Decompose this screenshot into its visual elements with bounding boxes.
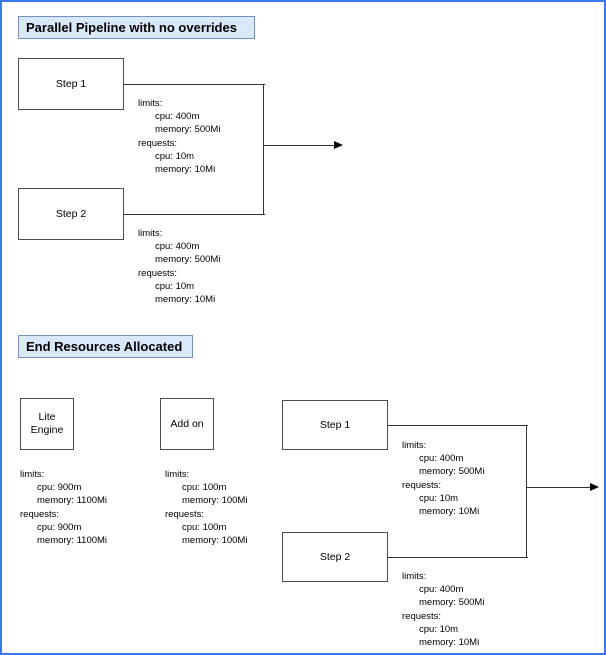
connector-top-output-line	[263, 145, 336, 146]
node-bottom-step-2-label: Step 2	[319, 550, 351, 563]
limits-memory: memory: 500Mi	[155, 124, 221, 136]
limits-cpu: cpu: 400m	[419, 584, 464, 596]
resources-bottom-step-2: limits: cpu: 400m memory: 500Mi requests…	[402, 570, 484, 649]
requests-memory: memory: 10Mi	[419, 506, 480, 518]
limits-label: limits:	[138, 98, 163, 109]
node-bottom-step-1-label: Step 1	[319, 418, 351, 431]
requests-cpu: cpu: 10m	[155, 280, 195, 292]
limits-label: limits:	[138, 228, 163, 239]
requests-label: requests:	[20, 508, 60, 520]
requests-memory: memory: 10Mi	[419, 637, 480, 649]
requests-cpu: cpu: 10m	[419, 492, 459, 504]
node-top-step-1[interactable]: Step 1	[18, 58, 124, 110]
section-title-parallel-pipeline: Parallel Pipeline with no overrides	[18, 16, 255, 39]
node-top-step-2-label: Step 2	[55, 207, 87, 220]
connector-top-step-2-horizontal	[124, 214, 265, 215]
connector-bottom-step-1-horizontal	[388, 425, 528, 426]
arrow-head-top-output	[334, 141, 343, 149]
requests-label: requests:	[138, 267, 178, 279]
node-add-on[interactable]: Add on	[160, 398, 214, 450]
connector-bottom-output-line	[526, 487, 594, 488]
limits-label: limits:	[402, 440, 427, 451]
section-title-end-resources: End Resources Allocated	[18, 335, 193, 358]
requests-memory: memory: 10Mi	[155, 164, 216, 176]
node-bottom-step-2[interactable]: Step 2	[282, 532, 388, 582]
limits-cpu: cpu: 100m	[182, 482, 227, 494]
limits-memory: memory: 1100Mi	[37, 495, 108, 507]
connector-top-step-1-horizontal	[124, 84, 265, 85]
requests-cpu: cpu: 10m	[155, 150, 195, 162]
resources-add-on: limits: cpu: 100m memory: 100Mi requests…	[165, 468, 247, 547]
node-lite-engine-label: Lite Engine	[30, 411, 64, 436]
requests-label: requests:	[165, 508, 205, 520]
limits-cpu: cpu: 900m	[37, 482, 82, 494]
arrow-head-bottom-output	[590, 483, 599, 491]
node-add-on-label: Add on	[170, 417, 204, 430]
limits-memory: memory: 500Mi	[419, 466, 485, 478]
limits-label: limits:	[20, 469, 45, 480]
requests-label: requests:	[138, 137, 178, 149]
requests-memory: memory: 1100Mi	[37, 535, 108, 547]
node-bottom-step-1[interactable]: Step 1	[282, 400, 388, 450]
requests-label: requests:	[402, 610, 442, 622]
limits-cpu: cpu: 400m	[155, 111, 200, 123]
node-top-step-2[interactable]: Step 2	[18, 188, 124, 240]
requests-memory: memory: 10Mi	[155, 294, 216, 306]
limits-memory: memory: 500Mi	[419, 597, 485, 609]
requests-label: requests:	[402, 479, 442, 491]
limits-cpu: cpu: 400m	[155, 241, 200, 253]
connector-bottom-step-2-horizontal	[388, 557, 528, 558]
node-lite-engine[interactable]: Lite Engine	[20, 398, 74, 450]
limits-memory: memory: 100Mi	[182, 495, 248, 507]
connector-bottom-merge-vertical	[526, 425, 527, 557]
requests-memory: memory: 100Mi	[182, 535, 248, 547]
limits-label: limits:	[165, 469, 190, 480]
limits-memory: memory: 500Mi	[155, 254, 221, 266]
requests-cpu: cpu: 100m	[182, 521, 227, 533]
limits-cpu: cpu: 400m	[419, 453, 464, 465]
connector-top-merge-vertical	[263, 84, 264, 215]
requests-cpu: cpu: 900m	[37, 521, 82, 533]
node-top-step-1-label: Step 1	[55, 77, 87, 90]
resources-lite-engine: limits: cpu: 900m memory: 1100Mi request…	[20, 468, 107, 547]
resources-top-step-1: limits: cpu: 400m memory: 500Mi requests…	[138, 97, 220, 176]
limits-label: limits:	[402, 571, 427, 582]
resources-bottom-step-1: limits: cpu: 400m memory: 500Mi requests…	[402, 439, 484, 518]
requests-cpu: cpu: 10m	[419, 623, 459, 635]
resources-top-step-2: limits: cpu: 400m memory: 500Mi requests…	[138, 227, 220, 306]
